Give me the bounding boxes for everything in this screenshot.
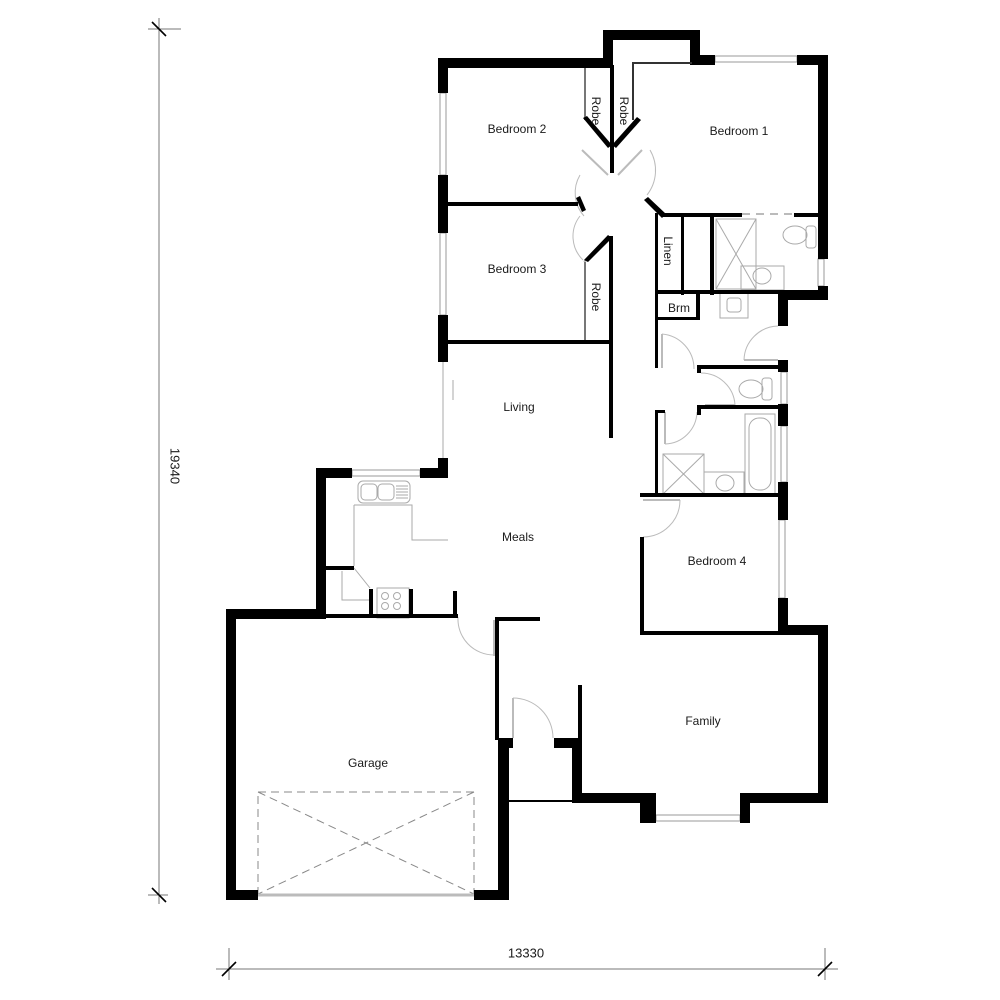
room-label-garage: Garage bbox=[347, 756, 389, 770]
room-label-bedroom-1: Bedroom 1 bbox=[709, 124, 769, 138]
room-label-bedroom-4: Bedroom 4 bbox=[687, 554, 747, 568]
room-label-meals: Meals bbox=[501, 530, 535, 544]
room-label-robe-bedroom-3: Robe bbox=[589, 282, 603, 312]
dimension-lines bbox=[148, 18, 838, 980]
dimension-ticks bbox=[151, 21, 833, 977]
dimension-width-label: 13330 bbox=[507, 945, 545, 961]
room-label-brm: Brm bbox=[668, 301, 690, 315]
windows bbox=[351, 55, 825, 822]
room-label-bedroom-2: Bedroom 2 bbox=[487, 122, 547, 136]
room-label-living: Living bbox=[503, 400, 535, 414]
walls[interactable] bbox=[226, 30, 828, 900]
garage-door-outline bbox=[257, 791, 475, 895]
room-label-family: Family bbox=[685, 714, 721, 728]
room-label-bedroom-3: Bedroom 3 bbox=[487, 262, 547, 276]
door-swings bbox=[457, 149, 794, 739]
room-label-robe-bedroom-1: Robe bbox=[617, 96, 631, 126]
room-label-linen: Linen bbox=[661, 236, 675, 266]
dimension-height-label: 19340 bbox=[167, 447, 183, 485]
room-label-robe-bedroom-2: Robe bbox=[589, 96, 603, 126]
